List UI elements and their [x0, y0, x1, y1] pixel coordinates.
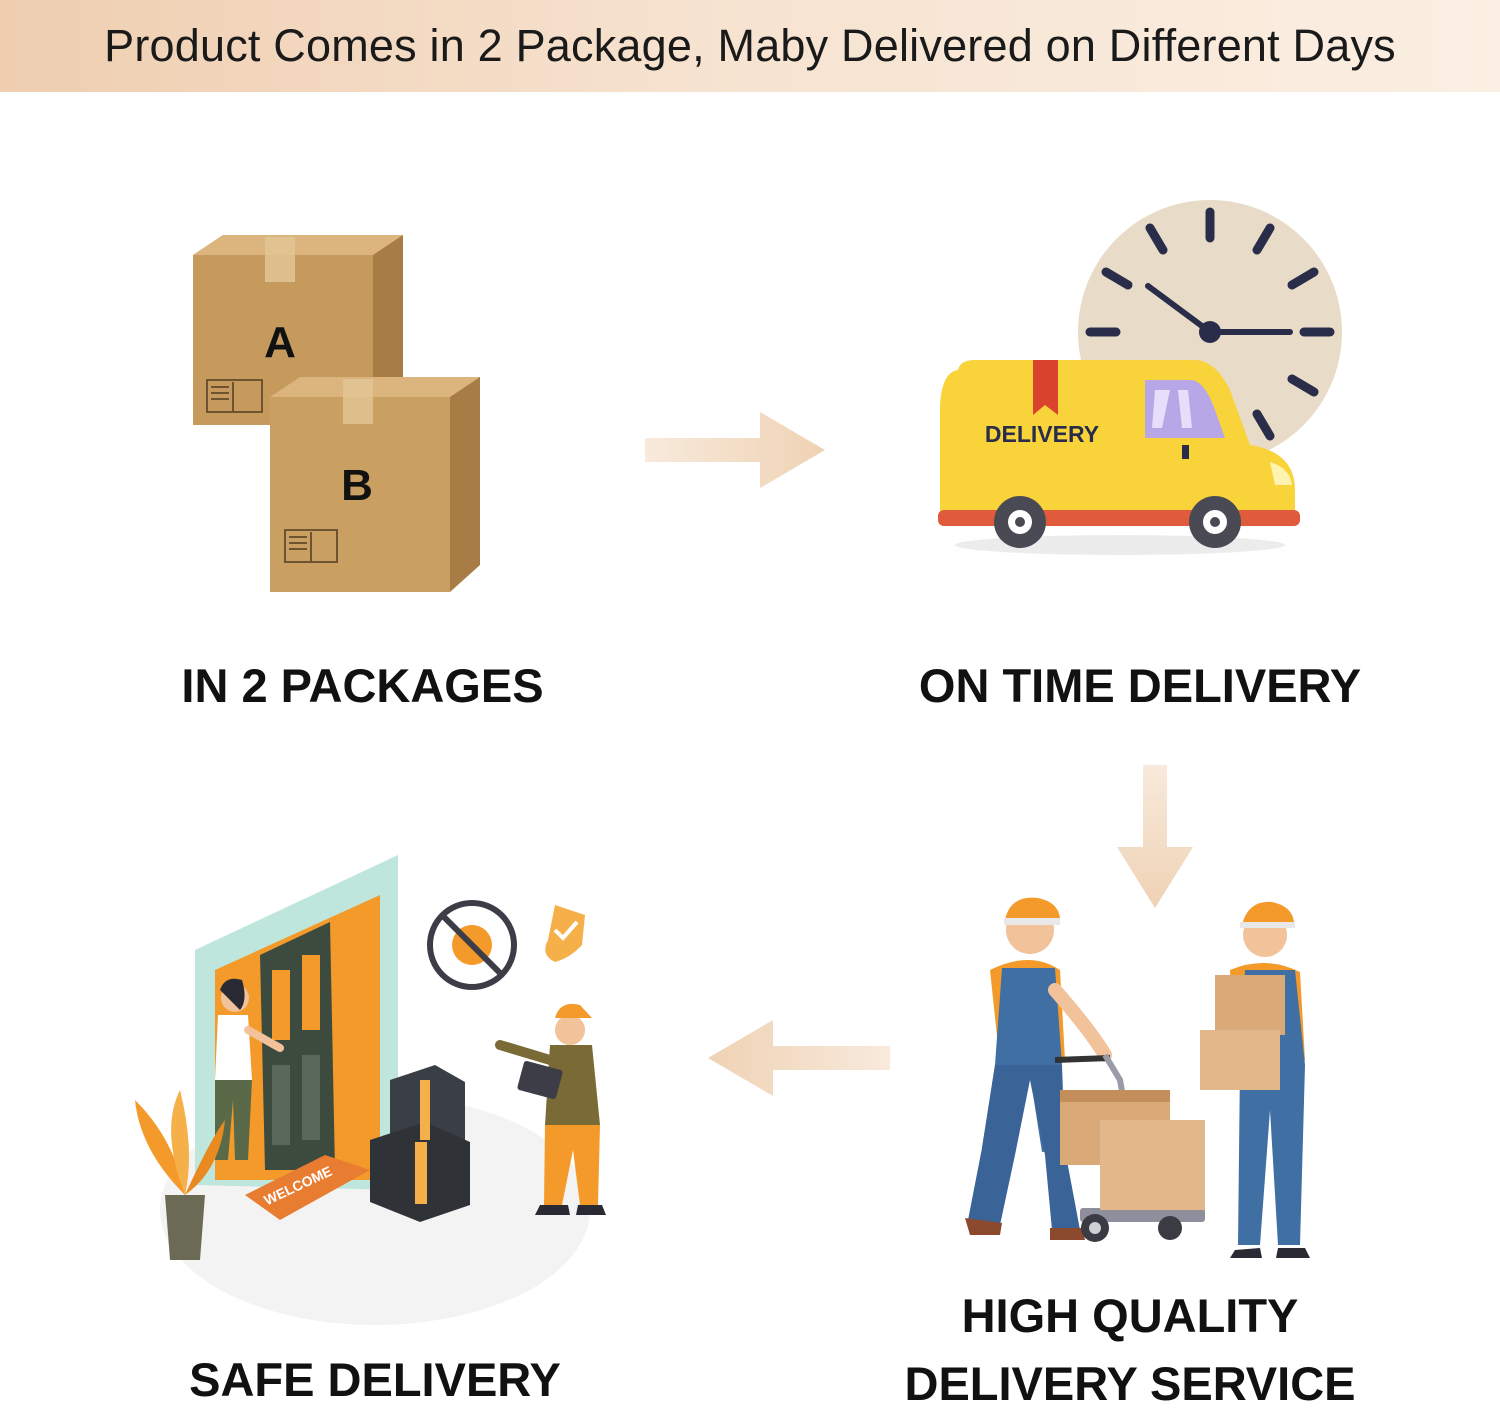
doorstep-delivery-icon: WELCOME: [135, 855, 606, 1325]
step-label-high-quality-line2: DELIVERY SERVICE: [904, 1357, 1356, 1410]
step-label-on-time: ON TIME DELIVERY: [918, 659, 1362, 712]
box-a-label: A: [264, 318, 296, 367]
arrow-right-icon: [645, 412, 825, 488]
step-label-packages: IN 2 PACKAGES: [181, 659, 544, 712]
arrow-down-icon: [1117, 765, 1193, 908]
step-label-high-quality: HIGH QUALITY DELIVERY SERVICE: [880, 1282, 1380, 1418]
arrow-left-icon: [708, 1020, 890, 1096]
van-delivery-text: DELIVERY: [985, 421, 1099, 447]
couriers-with-boxes-icon: [965, 897, 1310, 1258]
top-banner: Product Comes in 2 Package, Maby Deliver…: [0, 0, 1500, 92]
two-boxes-icon: A B: [193, 235, 480, 592]
box-b-label: B: [341, 461, 373, 510]
delivery-van-clock-icon: DELIVERY: [938, 200, 1342, 555]
banner-text: Product Comes in 2 Package, Maby Deliver…: [104, 20, 1396, 71]
step-label-high-quality-line1: HIGH QUALITY: [961, 1289, 1299, 1342]
step-label-safe-delivery: SAFE DELIVERY: [189, 1353, 561, 1406]
